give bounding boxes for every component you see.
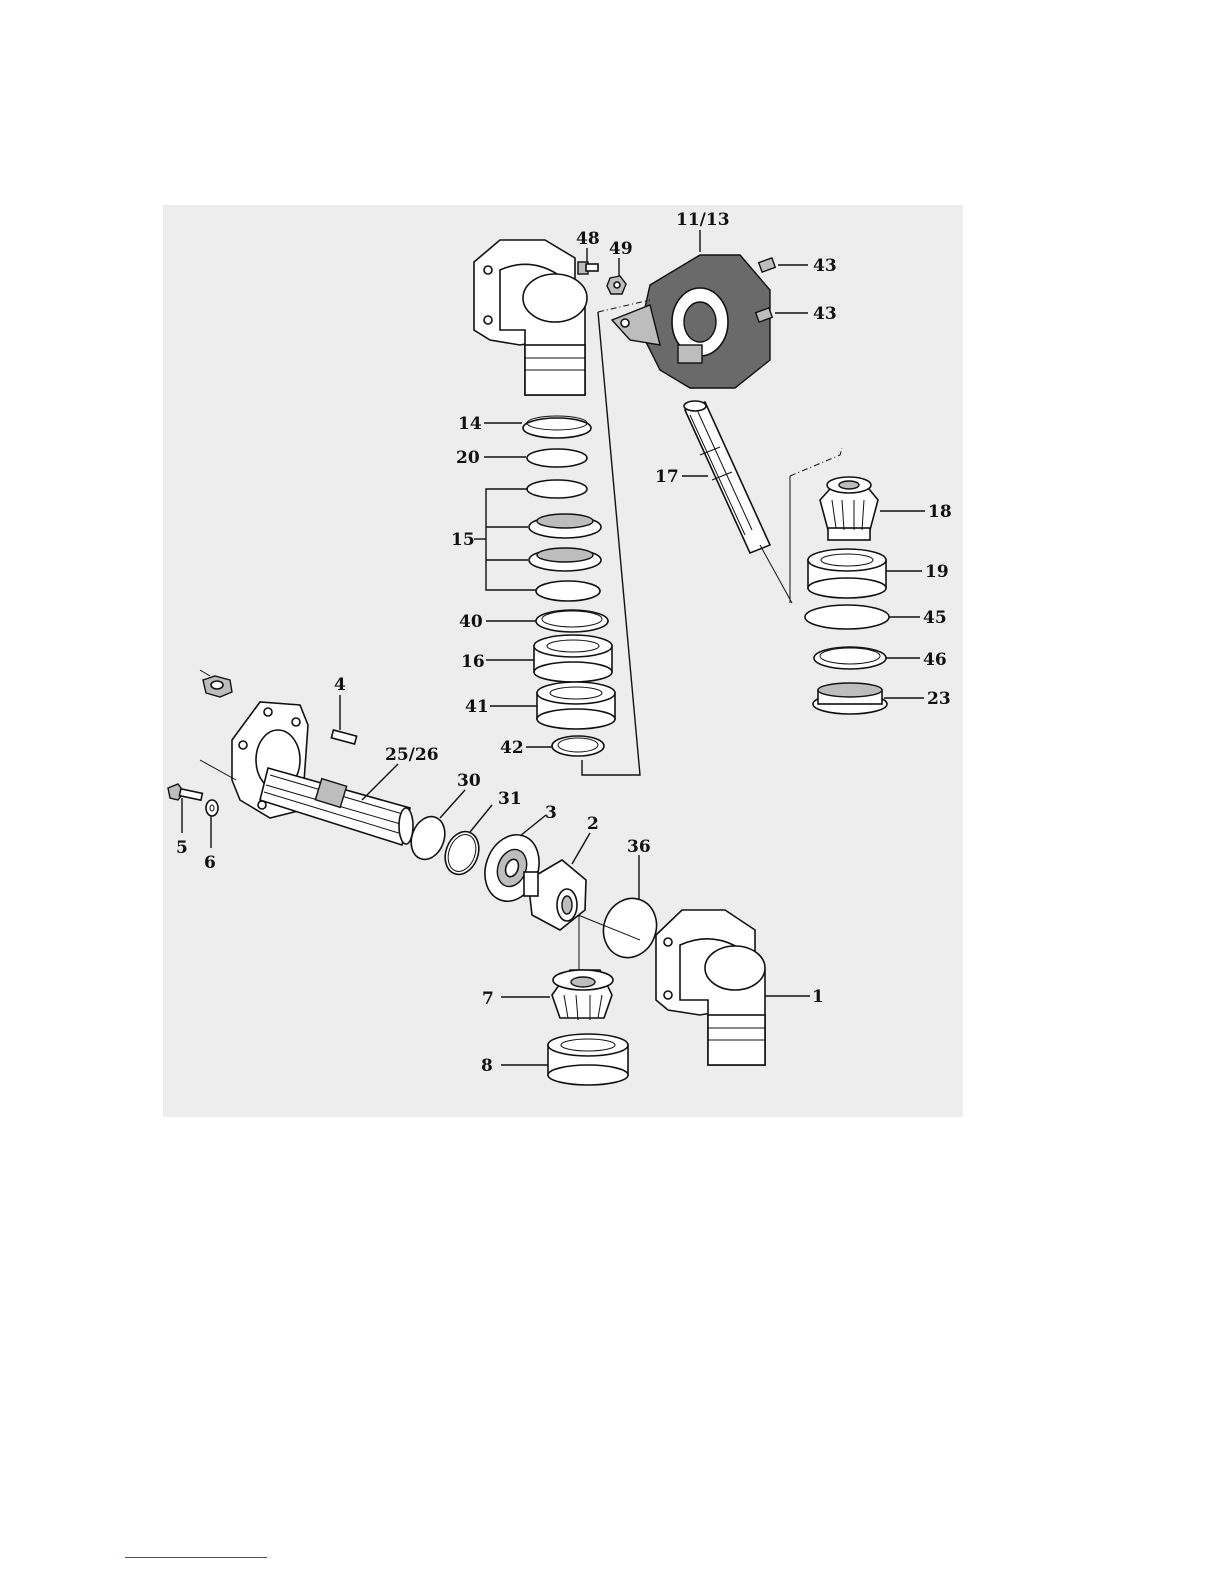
callout-14: 14	[458, 414, 482, 434]
callout-41: 41	[465, 697, 489, 717]
ring-31	[439, 827, 484, 879]
gearbox-housing	[612, 255, 770, 388]
lower-elbow-housing	[656, 910, 765, 1065]
upper-elbow-housing	[474, 240, 587, 395]
callout-11-13: 11/13	[676, 210, 730, 230]
snap-ring-40	[536, 610, 608, 632]
callout-4: 4	[334, 675, 346, 695]
callout-17: 17	[655, 467, 679, 487]
callout-48: 48	[576, 229, 600, 249]
callout-42: 42	[500, 738, 524, 758]
callout-8: 8	[481, 1056, 493, 1076]
nut-49	[607, 276, 626, 294]
callout-15: 15	[451, 530, 475, 550]
callout-2: 2	[587, 814, 599, 834]
bearing-16	[534, 635, 612, 682]
callout-49: 49	[609, 239, 633, 259]
callout-23: 23	[927, 689, 951, 709]
callout-43-upper: 43	[813, 256, 837, 276]
bearing-41	[537, 682, 615, 729]
set-screw-43a	[759, 258, 776, 272]
o-ring-36	[595, 891, 664, 965]
washer-6	[206, 800, 218, 816]
ring-15d	[536, 581, 600, 601]
callout-46: 46	[923, 650, 947, 670]
callout-16: 16	[461, 652, 485, 672]
callout-45: 45	[923, 608, 947, 628]
shim-45	[805, 605, 889, 629]
callout-31: 31	[498, 789, 522, 809]
bevel-gear-7	[552, 970, 613, 1020]
callout-25-26: 25/26	[385, 745, 439, 765]
ring-14	[523, 416, 591, 438]
callout-7: 7	[482, 989, 494, 1009]
bolt-5	[168, 784, 202, 800]
snap-ring-42	[552, 736, 604, 756]
callout-36: 36	[627, 837, 651, 857]
callout-20: 20	[456, 448, 480, 468]
bearing-cup-15c	[529, 548, 601, 571]
bearing-19	[808, 549, 886, 598]
spline-shaft-25-26	[260, 768, 413, 845]
ring-20	[527, 449, 587, 467]
callout-30: 30	[457, 771, 481, 791]
callout-18: 18	[928, 502, 952, 522]
shaft-17	[684, 401, 770, 553]
callout-6: 6	[204, 853, 216, 873]
bearing-8	[548, 1034, 628, 1085]
callout-43-lower: 43	[813, 304, 837, 324]
callout-19: 19	[925, 562, 949, 582]
footer-link-underline	[125, 1557, 267, 1558]
nut-upper-left	[203, 676, 232, 697]
bearing-cup-23	[813, 683, 887, 714]
callout-1: 1	[812, 987, 824, 1007]
dowel-pin-4	[331, 730, 356, 744]
callout-3: 3	[545, 803, 557, 823]
bevel-gear-18	[820, 477, 878, 540]
bolt-48	[578, 262, 598, 274]
ring-15a	[527, 480, 587, 498]
snap-ring-46	[814, 647, 886, 669]
callout-40: 40	[459, 612, 483, 632]
bearing-cup-15b	[529, 514, 601, 538]
callout-5: 5	[176, 838, 188, 858]
